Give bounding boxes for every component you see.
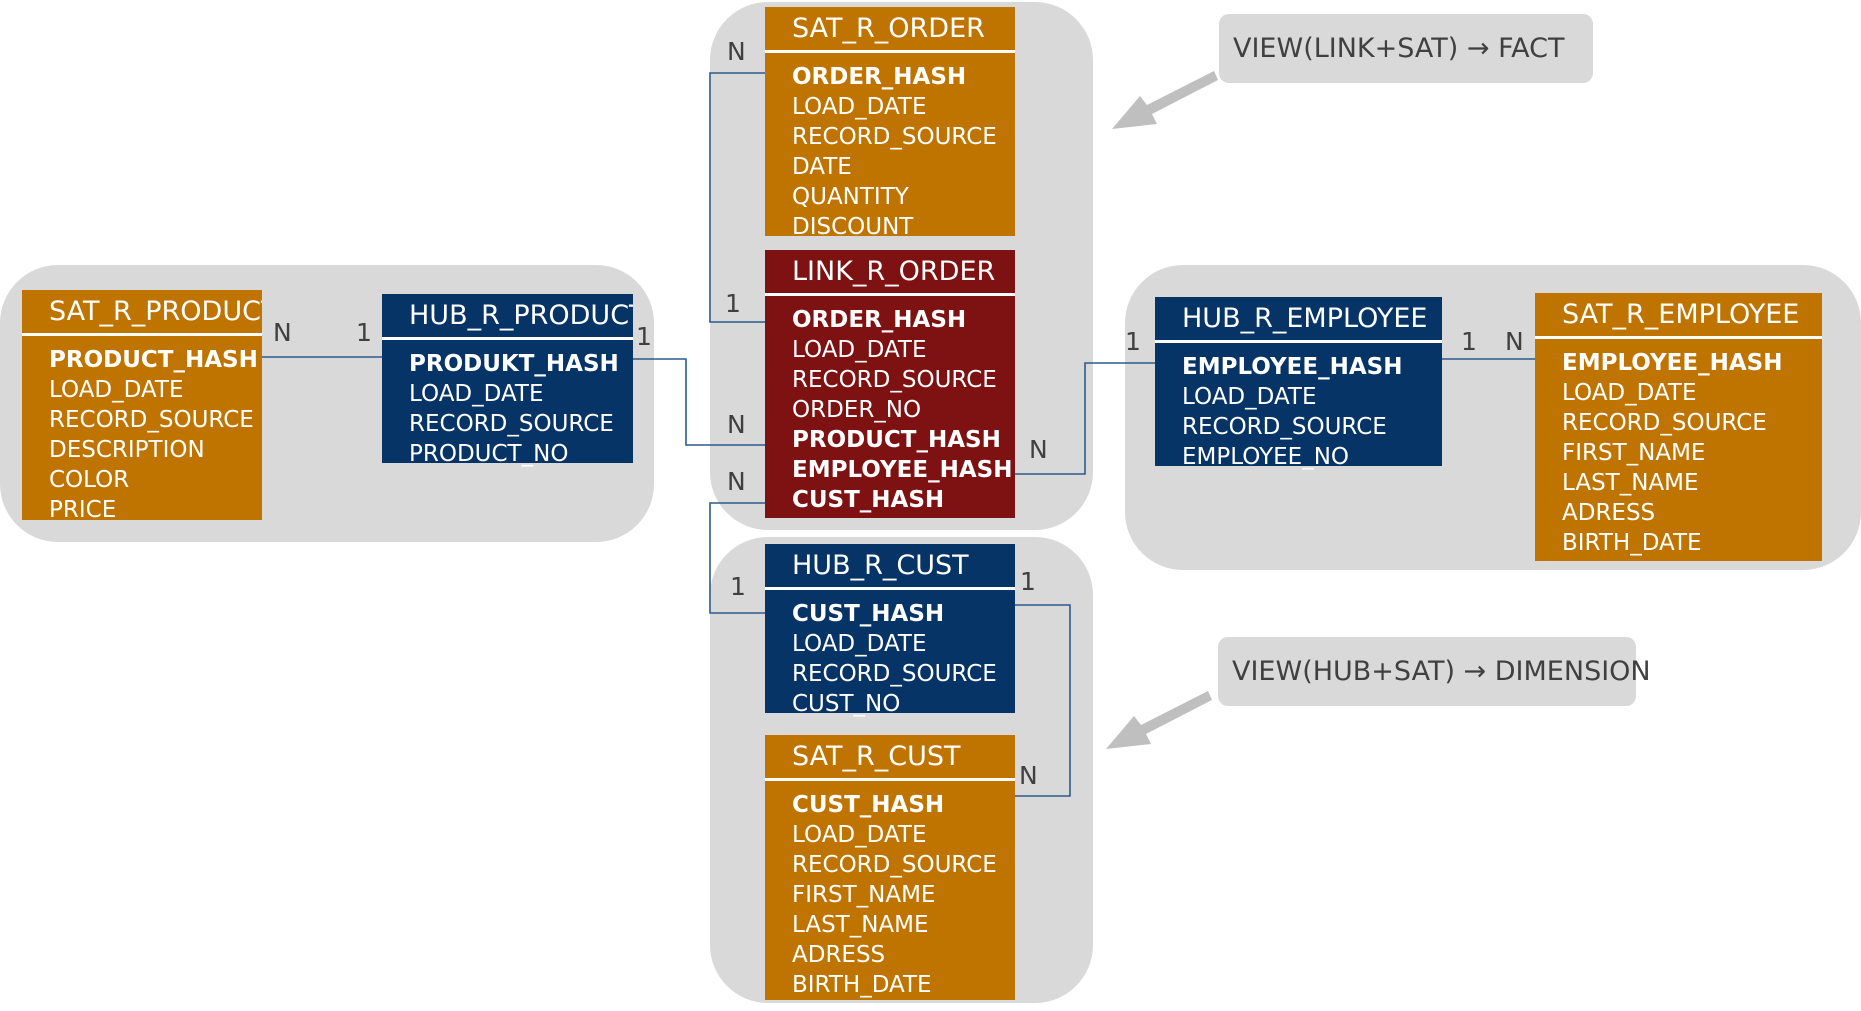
field-name: PRODUCT_HASH xyxy=(49,347,258,373)
field-name: LOAD_DATE xyxy=(49,377,184,403)
field-name: LOAD_DATE xyxy=(409,381,544,407)
field-name: DESCRIPTION xyxy=(49,437,205,463)
sat-r-product-table: SAT_R_PRODUCT PRODUCT_HASH LOAD_DATE REC… xyxy=(22,290,262,523)
table-title: SAT_R_PRODUCT xyxy=(22,290,262,336)
cardinality-label: N xyxy=(1029,435,1048,464)
cardinality-label: 1 xyxy=(1125,327,1141,356)
field-name: CUST_HASH xyxy=(792,601,945,627)
field-name: BIRTH_DATE xyxy=(792,972,932,998)
field-name: RECORD_SOURCE xyxy=(409,411,614,437)
fact-note: VIEW(LINK+SAT) → FACT xyxy=(1219,14,1593,83)
field-name: RECORD_SOURCE xyxy=(792,367,997,393)
field-name: LOAD_DATE xyxy=(792,94,927,120)
field-name: ORDER_NO xyxy=(792,397,922,423)
table-title: SAT_R_CUST xyxy=(765,735,1015,781)
field-name: COLOR xyxy=(49,467,130,493)
link-r-order-table: LINK_R_ORDER ORDER_HASH LOAD_DATE RECORD… xyxy=(765,250,1015,518)
field-name: LOAD_DATE xyxy=(792,631,927,657)
field-name: DATE xyxy=(792,154,852,180)
field-name: CUST_NO xyxy=(792,691,901,717)
field-name: EMPLOYEE_HASH xyxy=(792,457,1013,483)
cardinality-label: 1 xyxy=(725,289,741,318)
cardinality-label: N xyxy=(273,318,292,347)
arrow-icon xyxy=(1106,691,1212,749)
field-name: BIRTH_DATE xyxy=(1562,530,1702,556)
table-title: HUB_R_PRODUCT xyxy=(382,294,633,340)
table-title: LINK_R_ORDER xyxy=(765,250,1015,296)
field-name: FIRST_NAME xyxy=(1562,440,1706,466)
field-name: RECORD_SOURCE xyxy=(792,852,997,878)
field-name: LOAD_DATE xyxy=(792,337,927,363)
hub-r-employee-table: HUB_R_EMPLOYEE EMPLOYEE_HASH LOAD_DATE R… xyxy=(1155,297,1442,470)
field-name: EMPLOYEE_HASH xyxy=(1562,350,1783,376)
field-name: RECORD_SOURCE xyxy=(792,124,997,150)
cardinality-label: 1 xyxy=(356,318,372,347)
field-name: DISCOUNT xyxy=(792,214,914,240)
table-title: SAT_R_ORDER xyxy=(765,7,1015,53)
field-name: PRICE xyxy=(49,497,117,523)
field-name: FIRST_NAME xyxy=(792,882,936,908)
sat-r-cust-table: SAT_R_CUST CUST_HASH LOAD_DATE RECORD_SO… xyxy=(765,735,1015,1000)
field-name: ADRESS xyxy=(792,942,886,968)
sat-r-employee-table: SAT_R_EMPLOYEE EMPLOYEE_HASH LOAD_DATE R… xyxy=(1535,293,1822,561)
cardinality-label: N xyxy=(727,467,746,496)
field-name: CUST_HASH xyxy=(792,792,945,818)
field-name: ADRESS xyxy=(1562,500,1656,526)
cardinality-label: 1 xyxy=(1461,327,1477,356)
cardinality-label: N xyxy=(727,410,746,439)
hub-employee-link-connector xyxy=(1015,362,1155,475)
hub-product-link-connector xyxy=(633,358,765,446)
sat-r-order-table: SAT_R_ORDER ORDER_HASH LOAD_DATE RECORD_… xyxy=(765,7,1015,240)
cust-hub-sat-connector xyxy=(1015,604,1071,797)
field-name: RECORD_SOURCE xyxy=(792,661,997,687)
hub-cust-link-connector xyxy=(709,502,765,614)
field-name: CUST_HASH xyxy=(792,487,945,513)
hub-r-cust-table: HUB_R_CUST CUST_HASH LOAD_DATE RECORD_SO… xyxy=(765,544,1015,717)
table-title: HUB_R_EMPLOYEE xyxy=(1155,297,1442,343)
field-name: PRODUCT_NO xyxy=(409,441,569,467)
cardinality-label: N xyxy=(1019,761,1038,790)
cardinality-label: N xyxy=(1505,327,1524,356)
arrow-icon xyxy=(1112,71,1218,129)
hub-r-product-table: HUB_R_PRODUCT PRODUKT_HASH LOAD_DATE REC… xyxy=(382,294,633,467)
cardinality-label: 1 xyxy=(730,572,746,601)
field-name: PRODUKT_HASH xyxy=(409,351,619,377)
field-name: PRODUCT_HASH xyxy=(792,427,1001,453)
field-name: LOAD_DATE xyxy=(792,822,927,848)
field-name: RECORD_SOURCE xyxy=(1562,410,1767,436)
link-sat-order-connector xyxy=(709,72,765,323)
dimension-note: VIEW(HUB+SAT) → DIMENSION xyxy=(1218,637,1651,706)
field-name: RECORD_SOURCE xyxy=(49,407,254,433)
field-name: ORDER_HASH xyxy=(792,307,967,333)
field-name: EMPLOYEE_NO xyxy=(1182,444,1350,470)
field-name: ORDER_HASH xyxy=(792,64,967,90)
cardinality-label: N xyxy=(727,37,746,66)
table-title: SAT_R_EMPLOYEE xyxy=(1535,293,1822,339)
field-name: RECORD_SOURCE xyxy=(1182,414,1387,440)
field-name: LAST_NAME xyxy=(1562,470,1699,496)
field-name: LOAD_DATE xyxy=(1182,384,1317,410)
field-name: LOAD_DATE xyxy=(1562,380,1697,406)
cardinality-label: 1 xyxy=(1020,567,1036,596)
field-name: QUANTITY xyxy=(792,184,909,210)
field-name: LAST_NAME xyxy=(792,912,929,938)
table-title: HUB_R_CUST xyxy=(765,544,1015,590)
cardinality-label: 1 xyxy=(636,322,652,351)
field-name: EMPLOYEE_HASH xyxy=(1182,354,1403,380)
